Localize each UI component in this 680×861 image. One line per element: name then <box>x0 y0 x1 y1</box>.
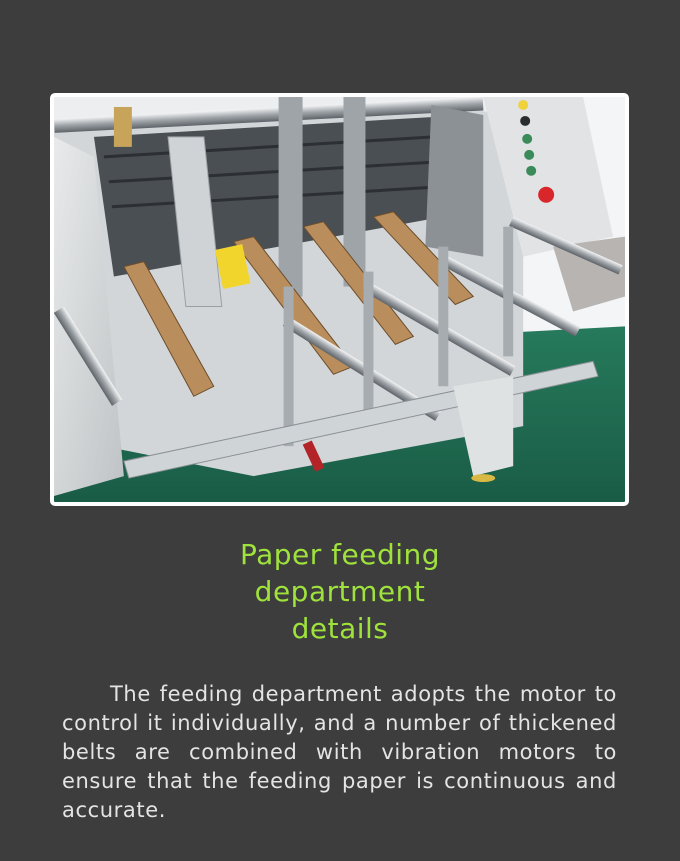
feeder-machine-illustration <box>54 97 625 502</box>
section-title: Paper feeding department details <box>0 536 680 647</box>
section-description: The feeding department adopts the motor … <box>62 682 617 822</box>
title-line-3: details <box>291 612 389 645</box>
title-line-1: Paper feeding <box>239 538 441 571</box>
title-line-2: department <box>254 575 426 608</box>
machine-photo <box>50 93 629 506</box>
